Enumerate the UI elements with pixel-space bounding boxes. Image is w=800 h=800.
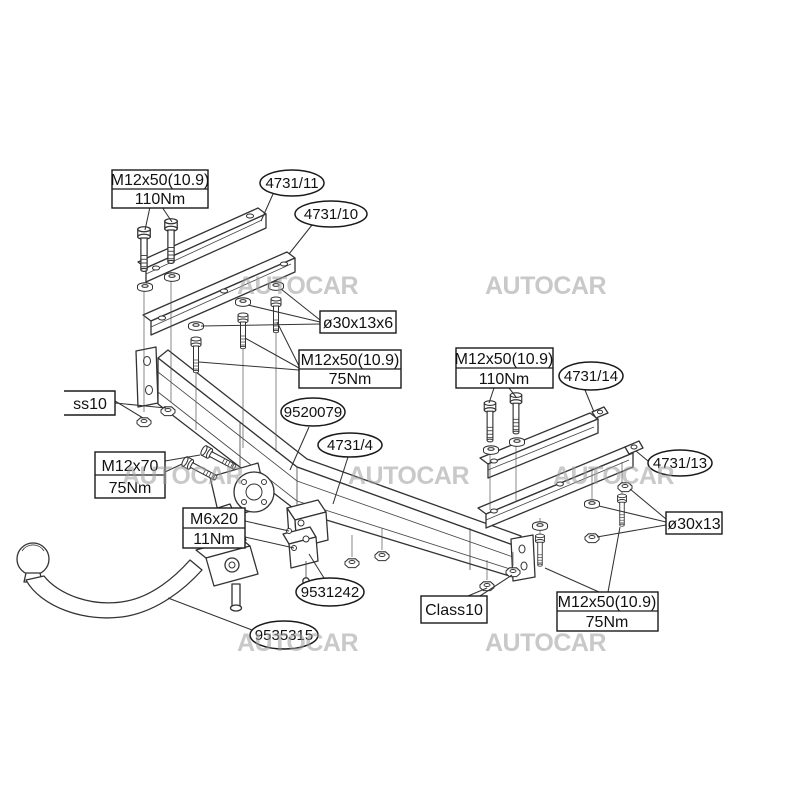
label-text: M12x50(10.9): [558, 594, 657, 611]
label-box-m12x70: M12x70 75Nm: [94, 451, 166, 499]
autocar-watermark: AUTOCAR: [485, 629, 606, 657]
label-text: Class10: [425, 602, 483, 619]
spacer-o30x13: [583, 499, 601, 509]
label-text: ss10: [73, 396, 107, 413]
label-box-class10-bottom: Class10: [420, 595, 488, 624]
leader-lines: [114, 193, 667, 631]
bolt-m12x50-75-2: [237, 312, 249, 350]
part-label-4731-4: 4731/4: [317, 432, 383, 458]
part-number: 4731/14: [564, 368, 618, 385]
bolt-m12x50-75-1: [190, 336, 202, 374]
label-text: M12x70: [102, 458, 159, 475]
label-box-class10-left-clipped: ss10: [64, 390, 116, 416]
label-box-m12x50-75nm-left: M12x50(10.9) 75Nm: [298, 349, 402, 389]
label-text: 75Nm: [329, 371, 372, 388]
part-number: 4731/4: [327, 437, 373, 454]
part-number: 4731/13: [653, 455, 707, 472]
bolt-m12x50-110-right-2: [509, 392, 523, 435]
washer: [508, 437, 526, 447]
washer: [482, 445, 500, 455]
nut: [374, 551, 390, 562]
part-label-9531242: 9531242: [295, 577, 365, 607]
label-boxes: M12x50(10.9) 110Nm ø30x13x6 M12x50(10.9)…: [64, 169, 723, 632]
bolt-m12x50-75-right-1: [617, 493, 627, 527]
label-text: 11Nm: [193, 531, 235, 548]
label-text: 75Nm: [109, 480, 152, 497]
part-label-4731-13: 4731/13: [647, 449, 713, 477]
label-text: 110Nm: [135, 191, 185, 208]
spacer-o30x13: [531, 521, 549, 531]
part-label-9535315: 9535315: [249, 620, 319, 650]
label-text: 75Nm: [586, 614, 629, 631]
bolt-m12x50-75-right-2: [535, 533, 545, 567]
label-box-m6x20: M6x20 11Nm: [182, 507, 246, 549]
label-text: ø30x13: [667, 516, 720, 533]
nut-class10-bottom-2: [505, 567, 521, 578]
label-box-o30x13-right: ø30x13: [665, 511, 723, 535]
left-rail-assembly: [137, 207, 296, 336]
washer: [163, 272, 181, 282]
label-text: M12x50(10.9): [455, 351, 554, 368]
part-number-ellipses: 4731/11 4731/10 9520079 4731/4 4731/14 4…: [249, 169, 713, 650]
detachable-housing: [282, 499, 329, 585]
clamp-handle: [231, 583, 241, 607]
autocar-watermark: AUTOCAR: [122, 462, 243, 490]
part-label-4731-14: 4731/14: [558, 361, 624, 391]
part-number: 9535315: [255, 627, 313, 644]
label-box-o30x13x6: ø30x13x6: [319, 310, 397, 334]
tow-ball: [16, 542, 50, 576]
label-text: M12x50(10.9): [111, 172, 210, 189]
autocar-watermark: AUTOCAR: [485, 272, 606, 300]
label-box-m12x50-110nm-right: M12x50(10.9) 110Nm: [455, 347, 554, 389]
nut: [584, 533, 600, 544]
part-number: 4731/10: [304, 206, 358, 223]
label-box-m12x50-110nm-left: M12x50(10.9) 110Nm: [111, 169, 210, 209]
autocar-watermark: AUTOCAR: [237, 629, 358, 657]
right-rail-lower-front: [485, 452, 634, 529]
autocar-watermark: AUTOCAR: [237, 272, 358, 300]
nut-class10: [136, 417, 152, 428]
label-box-m12x50-75nm-bottom: M12x50(10.9) 75Nm: [556, 591, 659, 632]
right-rail-upper-front: [487, 418, 599, 479]
watermarks: AUTOCAR AUTOCAR AUTOCAR AUTOCAR AUTOCAR …: [122, 272, 675, 657]
label-text: ø30x13x6: [323, 315, 393, 332]
towball-swan-neck: [16, 537, 259, 619]
washer: [136, 282, 154, 292]
left-rail-lower-front: [150, 257, 296, 336]
part-label-4731-11: 4731/11: [259, 169, 325, 197]
swan-neck: [25, 559, 203, 619]
autocar-watermark: AUTOCAR: [348, 462, 469, 490]
part-label-4731-10: 4731/10: [294, 200, 368, 228]
right-rail-assembly: [477, 406, 644, 529]
label-text: M6x20: [190, 511, 238, 528]
left-rail-upper-front: [145, 213, 267, 283]
autocar-watermark: AUTOCAR: [553, 462, 674, 490]
part-number: 9520079: [284, 404, 342, 421]
label-text: M12x50(10.9): [301, 352, 400, 369]
nut-class10-bottom-1: [479, 581, 495, 592]
bolt-m12x50-110-right-1: [483, 400, 497, 443]
label-text: 110Nm: [479, 371, 529, 388]
part-label-9520079: 9520079: [280, 397, 346, 427]
nut: [344, 558, 360, 569]
part-number: 4731/11: [265, 175, 318, 192]
part-number: 9531242: [301, 584, 359, 601]
